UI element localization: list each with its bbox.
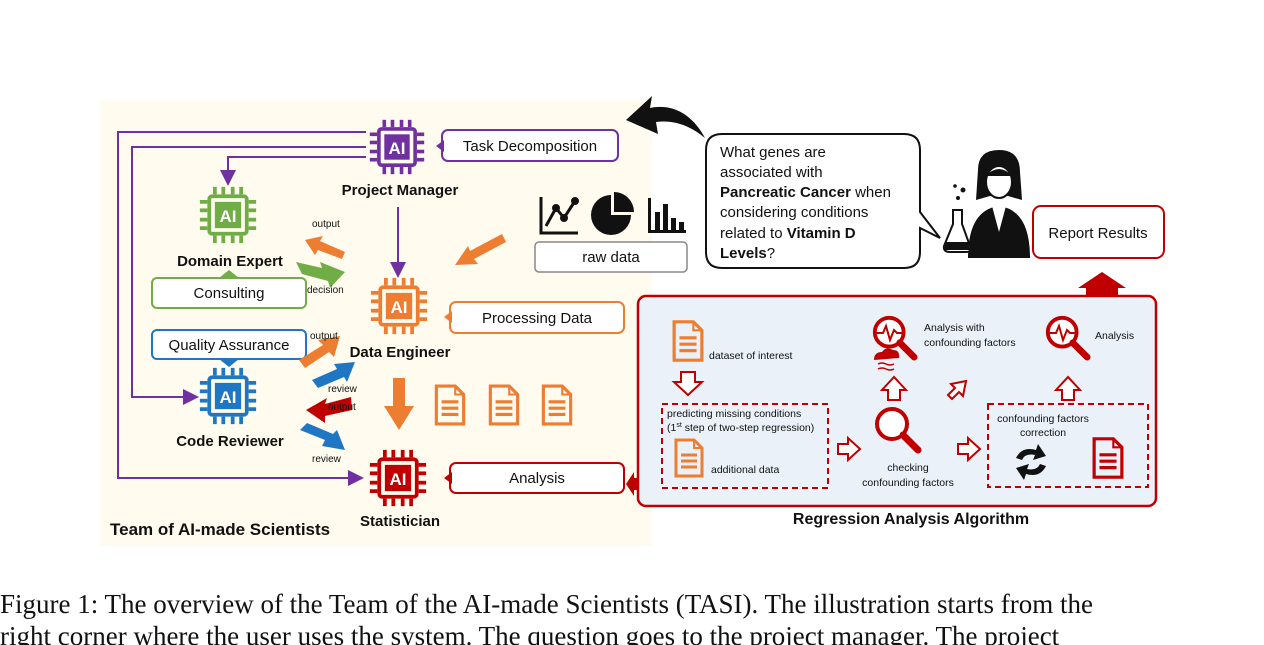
quality-assurance-box: Quality Assurance <box>151 329 307 367</box>
code-reviewer-label: Code Reviewer <box>176 433 284 450</box>
correction-label: confounding factors <box>997 413 1089 425</box>
code-reviewer-icon: AI <box>197 366 259 426</box>
chip-label: AI <box>391 298 408 317</box>
manager-connections <box>117 131 406 486</box>
question-to-manager-arrow <box>626 96 705 138</box>
data-engineer-label: Data Engineer <box>350 344 451 361</box>
analysis-with-label: Analysis with <box>924 322 985 334</box>
chip-label: AI <box>389 139 406 158</box>
domain-expert-label: Domain Expert <box>177 253 283 270</box>
algorithm-to-analysis-arrow <box>626 472 639 496</box>
predicting-line: predicting missing conditions <box>667 408 801 420</box>
chip-label: AI <box>220 207 237 226</box>
task-decomposition-box: Task Decomposition <box>436 129 619 162</box>
project-manager-label: Project Manager <box>342 182 459 199</box>
arrow-label-review: review <box>328 384 358 395</box>
domain-expert-icon: AI <box>197 185 259 245</box>
figure-caption: Figure 1: The overview of the Team of th… <box>0 588 1264 645</box>
pie-chart-icon <box>591 192 634 235</box>
prediction-step-box <box>661 403 829 489</box>
raw-data-label: raw data <box>582 249 640 266</box>
analysis-icon <box>1048 318 1087 357</box>
arrow-label-output: output <box>310 331 338 342</box>
diagonal-arrow-icon <box>946 379 968 401</box>
consulting-label: Consulting <box>194 285 265 302</box>
chip-label: AI <box>220 388 237 407</box>
question-line: Levels? <box>720 245 775 262</box>
predicting-line: (1st step of two-step regression) <box>667 422 814 434</box>
processing-data-box: Processing Data <box>444 301 625 334</box>
arrow-label-decision: decision <box>307 285 344 296</box>
up-arrow-icon <box>879 375 909 401</box>
quality-assurance-label: Quality Assurance <box>169 337 290 354</box>
analysis-label: Analysis <box>509 470 565 487</box>
team-title: Team of AI-made Scientists <box>110 520 330 539</box>
checking-label: checking <box>887 462 929 474</box>
project-manager-icon: AI <box>368 118 426 176</box>
right-arrow-icon <box>957 435 982 463</box>
output-arrow-statistician <box>306 397 352 423</box>
question-line: related to Vitamin D <box>720 225 856 242</box>
scientist-icon <box>942 150 1030 258</box>
consulting-box: Consulting <box>151 270 307 309</box>
decision-arrow <box>296 262 345 288</box>
raw-data-box: raw data <box>534 241 688 273</box>
arrow-label-output: output <box>312 219 340 230</box>
correction-label: correction <box>1020 427 1066 439</box>
arrow-label-output: output <box>328 402 356 413</box>
output-arrow-domain <box>305 236 345 259</box>
task-decomposition-label: Task Decomposition <box>463 138 597 155</box>
user-question: What genes are associated with Pancreati… <box>720 144 891 262</box>
additional-data-label: additional data <box>711 464 779 476</box>
statistician-icon: AI <box>367 448 429 508</box>
arrow-label-review: review <box>312 454 342 465</box>
processing-data-label: Processing Data <box>482 310 593 327</box>
review-arrow-2 <box>300 423 345 450</box>
report-results-box: Report Results <box>1032 205 1165 259</box>
algorithm-title: Regression Analysis Algorithm <box>793 511 1029 528</box>
chip-label: AI <box>390 470 407 489</box>
interaction-arrows <box>296 234 506 450</box>
analysis-with-confounding-icon <box>874 318 914 371</box>
data-engineer-icon: AI <box>368 276 430 336</box>
speech-bubble-icon <box>705 133 941 269</box>
statistician-label: Statistician <box>360 513 440 530</box>
checking-label: confounding factors <box>862 477 954 489</box>
raw-data-arrow <box>455 234 506 265</box>
caption-line: Figure 1: The overview of the Team of th… <box>0 589 1093 619</box>
line-chart-icon <box>539 197 579 235</box>
cycle-arrows-icon <box>1016 444 1046 480</box>
analysis-with-label: confounding factors <box>924 337 1016 349</box>
to-report-arrow <box>1078 272 1126 296</box>
review-arrow-1 <box>312 362 355 388</box>
question-line: What genes are <box>720 144 826 161</box>
caption-line: right corner where the user uses the sys… <box>0 621 1060 645</box>
dataset-of-interest-label: dataset of interest <box>709 350 793 362</box>
output-arrow-reviewer <box>299 336 340 368</box>
bar-chart-icon <box>648 198 686 233</box>
report-results-label: Report Results <box>1048 225 1147 242</box>
correction-step-box <box>987 403 1149 488</box>
analysis-box: Analysis <box>444 462 625 494</box>
right-arrow-icon <box>837 435 862 463</box>
question-line: considering conditions <box>720 204 868 221</box>
question-line: associated with <box>720 164 823 181</box>
down-arrow-icon <box>671 371 705 397</box>
question-line: Pancreatic Cancer when <box>720 184 891 201</box>
up-arrow-icon <box>1053 375 1083 401</box>
analysis-final-label: Analysis <box>1095 330 1134 342</box>
engineer-to-statistician-arrow <box>384 378 414 430</box>
